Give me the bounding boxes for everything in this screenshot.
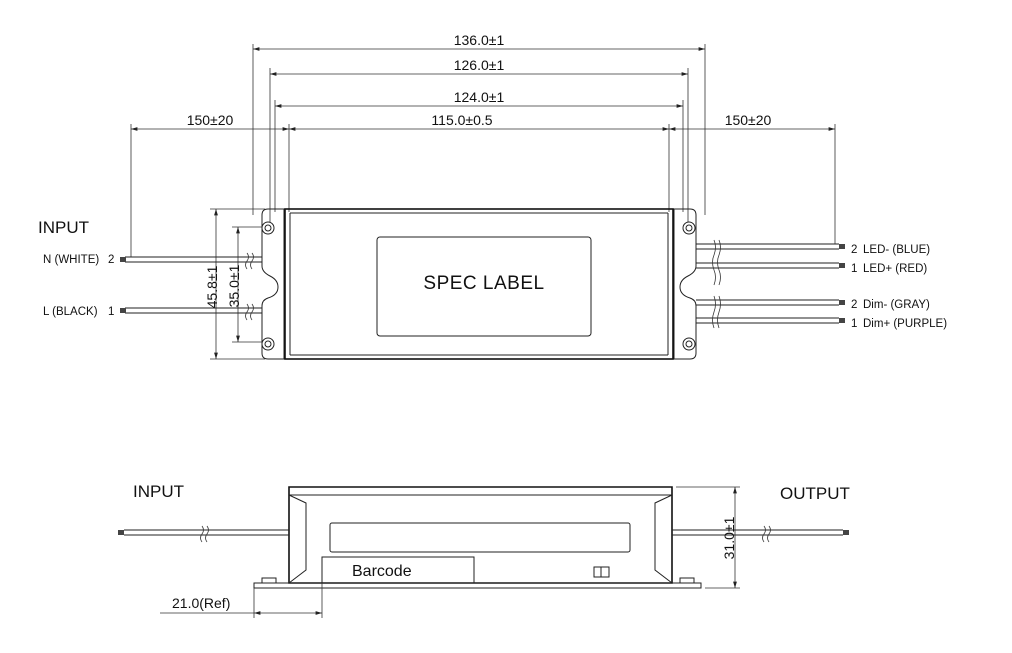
extension-lines bbox=[130, 44, 836, 257]
barcode-text: Barcode bbox=[352, 563, 412, 580]
output-wire-label: Dim+ (PURPLE) bbox=[863, 318, 947, 330]
side-view: INPUT OUTPUT Barcode bbox=[118, 482, 850, 618]
dimension-124: 124.0±1 bbox=[275, 89, 683, 108]
dimension-21: 21.0(Ref) bbox=[160, 583, 323, 618]
mounting-hole bbox=[261, 221, 275, 235]
dimension-126: 126.0±1 bbox=[270, 57, 688, 76]
input-heading-side: INPUT bbox=[133, 482, 184, 501]
dimension-31: 31.0±1 bbox=[676, 486, 740, 589]
dimension-35: 35.0±1 bbox=[226, 226, 262, 343]
input-wires: INPUT N (WHITE) 2 L (BLACK) 1 bbox=[38, 218, 262, 321]
output-wire-label: LED- (BLUE) bbox=[863, 244, 930, 256]
dimension-136: 136.0±1 bbox=[252, 32, 705, 51]
input-heading-top: INPUT bbox=[38, 218, 89, 237]
output-wire-pin: 2 bbox=[851, 244, 857, 256]
mounting-hole bbox=[682, 221, 696, 235]
output-wire-label: Dim- (GRAY) bbox=[863, 299, 930, 311]
dimension-45-label: 45.8±1 bbox=[204, 265, 220, 308]
input-wire-label: L (BLACK) bbox=[43, 306, 98, 318]
side-window bbox=[329, 522, 631, 553]
dimension-45: 45.8±1 bbox=[204, 208, 265, 360]
input-wire-pin: 1 bbox=[108, 306, 114, 318]
dimension-136-label: 136.0±1 bbox=[454, 32, 505, 48]
dimension-150-left: 150±20 bbox=[131, 112, 289, 131]
dimension-126-label: 126.0±1 bbox=[454, 57, 505, 73]
spec-label-box bbox=[376, 236, 592, 337]
mounting-hole bbox=[682, 337, 696, 351]
output-wire-pin: 1 bbox=[851, 263, 857, 275]
output-wire-pin: 1 bbox=[851, 318, 857, 330]
dimension-35-label: 35.0±1 bbox=[226, 264, 242, 307]
input-wire-pin: 2 bbox=[108, 254, 114, 266]
dimension-150-right-label: 150±20 bbox=[725, 112, 772, 128]
dimension-115: 115.0±0.5 bbox=[289, 112, 669, 131]
dimension-124-label: 124.0±1 bbox=[454, 89, 505, 105]
mounting-hole bbox=[261, 337, 275, 351]
dimension-115-label: 115.0±0.5 bbox=[431, 112, 492, 128]
spec-label-text: SPEC LABEL bbox=[423, 273, 544, 294]
top-view: 136.0±1 126.0±1 124.0±1 115.0±0.5 150±20… bbox=[38, 32, 947, 360]
dimension-150-right: 150±20 bbox=[669, 112, 835, 131]
dimension-31-label: 31.0±1 bbox=[721, 516, 737, 559]
input-wire-label: N (WHITE) bbox=[43, 254, 99, 266]
dimension-21-label: 21.0(Ref) bbox=[172, 595, 230, 611]
output-wire-label: LED+ (RED) bbox=[863, 263, 927, 275]
output-wires: 2 LED- (BLUE) 1 LED+ (RED) 2 Dim- (GRAY)… bbox=[696, 239, 947, 330]
dimension-150-left-label: 150±20 bbox=[187, 112, 234, 128]
output-heading-side: OUTPUT bbox=[780, 484, 850, 503]
housing-top: SPEC LABEL bbox=[261, 208, 697, 360]
output-wire-pin: 2 bbox=[851, 299, 857, 311]
